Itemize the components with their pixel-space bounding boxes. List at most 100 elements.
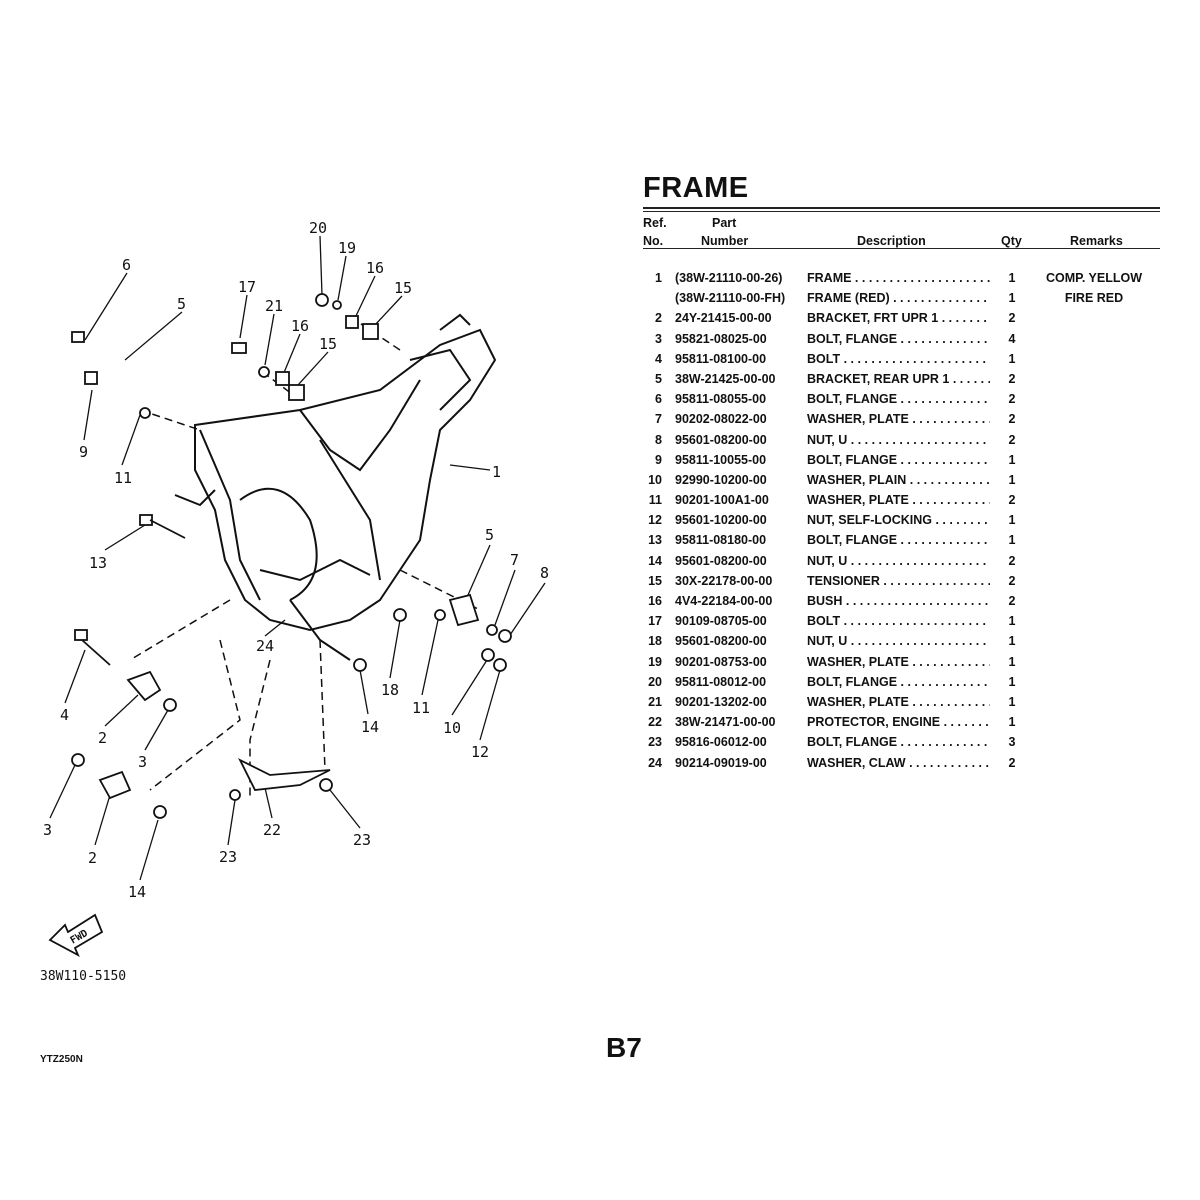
qty-cell: 1 — [1008, 513, 1016, 528]
remarks-cell: COMP. YELLOW — [1045, 271, 1143, 285]
callout-14b: 14 — [128, 883, 146, 901]
callout-23: 23 — [219, 848, 237, 866]
description-cell: PROTECTOR, ENGINE — [807, 715, 990, 729]
description-cell: BOLT — [807, 352, 990, 366]
callout-5b: 5 — [485, 526, 494, 544]
qty-cell: 2 — [1008, 553, 1016, 568]
ref-cell: 22 — [648, 715, 662, 730]
description-cell: FRAME — [807, 271, 990, 285]
qty-cell: 1 — [1008, 271, 1016, 285]
ref-cell: 19 — [648, 654, 662, 669]
description-cell: BUSH — [807, 594, 990, 608]
ref-cell: 23 — [648, 735, 662, 750]
callout-22: 22 — [263, 821, 281, 839]
description-cell: BRACKET, FRT UPR 1 — [807, 311, 990, 325]
part-number-cell: 90201-13202-00 — [675, 694, 767, 709]
part-number-cell: 95811-08180-00 — [675, 533, 767, 548]
part-number-cell: 95601-08200-00 — [675, 432, 767, 447]
frame-drawing — [174, 313, 497, 661]
description-cell: NUT, U — [807, 634, 990, 648]
callout-6: 6 — [122, 256, 131, 274]
header-ref-top: Ref. — [643, 216, 667, 230]
ref-cell: 12 — [648, 513, 662, 528]
callout-leaders — [49, 235, 546, 881]
qty-cell: 1 — [1008, 654, 1016, 669]
description-cell: WASHER, PLAIN — [807, 473, 990, 487]
qty-cell: 3 — [1008, 735, 1016, 750]
callout-10: 10 — [443, 719, 461, 737]
description-cell: BOLT — [807, 614, 990, 628]
callout-21: 21 — [265, 297, 283, 315]
qty-cell: 2 — [1008, 311, 1016, 326]
qty-cell: 2 — [1008, 432, 1016, 447]
description-cell: BOLT, FLANGE — [807, 332, 990, 346]
qty-cell: 4 — [1008, 331, 1016, 346]
ref-cell: 21 — [648, 694, 662, 709]
part-number-cell: (38W-21110-00-26) — [675, 271, 783, 285]
part-number-cell: 24Y-21415-00-00 — [675, 311, 772, 326]
part-number-cell: 95601-10200-00 — [675, 513, 767, 528]
qty-cell: 2 — [1008, 573, 1016, 588]
ref-cell: 13 — [648, 533, 662, 548]
title-rule-thin — [643, 211, 1160, 212]
callout-14: 14 — [361, 718, 379, 736]
qty-cell: 2 — [1008, 755, 1016, 770]
part-number-cell: 90201-100A1-00 — [675, 493, 769, 508]
qty-cell: 2 — [1008, 412, 1016, 427]
callout-15b: 15 — [319, 335, 337, 353]
callout-9: 9 — [79, 443, 88, 461]
part-number-cell: 92990-10200-00 — [675, 472, 767, 487]
description-cell: FRAME (RED) — [807, 291, 990, 305]
qty-cell: 1 — [1008, 674, 1016, 689]
qty-cell: 2 — [1008, 371, 1016, 386]
description-cell: BOLT, FLANGE — [807, 533, 990, 547]
frame-exploded-diagram: 20 19 16 15 17 21 16 15 6 5 9 11 1 13 5 … — [40, 219, 549, 984]
part-number-cell: (38W-21110-00-FH) — [675, 291, 786, 306]
part-number-cell: 95821-08025-00 — [675, 331, 767, 346]
callout-2b: 2 — [88, 849, 97, 867]
callout-2: 2 — [98, 729, 107, 747]
ref-cell: 4 — [655, 351, 662, 366]
callout-17: 17 — [238, 278, 256, 296]
ref-cell: 14 — [648, 553, 662, 568]
description-cell: BOLT, FLANGE — [807, 675, 990, 689]
qty-cell: 1 — [1008, 533, 1016, 548]
callout-18: 18 — [381, 681, 399, 699]
description-cell: TENSIONER — [807, 574, 990, 588]
qty-cell: 1 — [1008, 351, 1016, 366]
callout-16: 16 — [366, 259, 384, 277]
qty-cell: 2 — [1008, 493, 1016, 508]
title-rule — [643, 207, 1160, 209]
table-row: 13 95811-08180-00 BOLT, FLANGE 1 — [640, 533, 1160, 553]
part-number-cell: 90214-09019-00 — [675, 755, 767, 770]
part-number-cell: 90109-08705-00 — [675, 614, 767, 629]
qty-cell: 1 — [1008, 694, 1016, 709]
ref-cell: 17 — [648, 614, 662, 629]
ref-cell: 18 — [648, 634, 662, 649]
description-cell: NUT, U — [807, 554, 990, 568]
qty-cell: 2 — [1008, 392, 1016, 407]
drawing-code: 38W110-5150 — [40, 969, 126, 984]
ref-cell: 9 — [655, 452, 662, 467]
callout-11: 11 — [114, 469, 132, 487]
leader-dashes — [129, 319, 481, 800]
header-description: Description — [857, 234, 926, 248]
ref-cell: 10 — [648, 472, 662, 487]
header-part-bottom: Number — [701, 234, 749, 248]
callout-4: 4 — [60, 706, 69, 724]
part-number-cell: 4V4-22184-00-00 — [675, 594, 773, 608]
header-qty: Qty — [1001, 234, 1022, 248]
callout-labels: 20 19 16 15 17 21 16 15 6 5 9 11 1 13 5 … — [43, 219, 549, 901]
callout-24: 24 — [256, 637, 274, 655]
table-row: 1(38W-21110-00-26)FRAME1COMP. YELLOW — [640, 271, 1160, 291]
